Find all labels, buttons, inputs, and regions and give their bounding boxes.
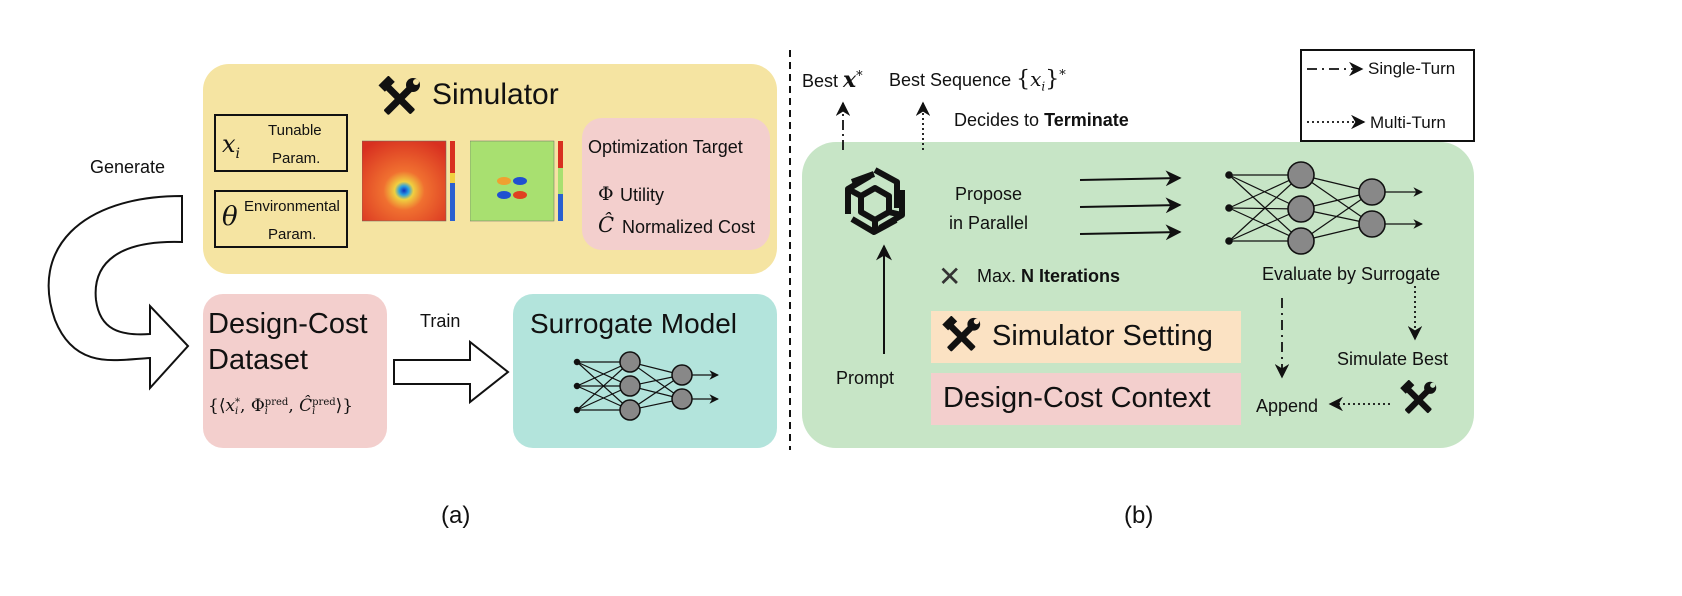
tools-icon	[376, 75, 422, 122]
max-iterations-label: Max. N Iterations	[977, 266, 1121, 286]
phi-symbol: Φ	[598, 183, 614, 205]
caption-b: (b)	[1124, 502, 1154, 529]
simulator-setting-label: Simulator Setting	[992, 320, 1213, 352]
tunable-param-box	[214, 114, 348, 172]
surrogate-network-b	[1228, 174, 1423, 242]
x-i-symbol: xi	[222, 130, 241, 162]
caption-a: (a)	[441, 502, 471, 529]
dataset-title-line1: Design-Cost	[208, 308, 368, 340]
train-arrow	[393, 339, 510, 405]
propose-arrow-2	[1079, 197, 1182, 214]
design-cost-context-label: Design-Cost Context	[943, 382, 1211, 414]
surrogate-network-a-nodes	[573, 351, 693, 421]
tools-icon	[1398, 379, 1438, 420]
propose-label-line2: in Parallel	[949, 213, 1029, 233]
surrogate-model-box	[513, 294, 777, 448]
prompt-label: Prompt	[836, 368, 895, 388]
best-x-label: Best x*	[802, 67, 863, 93]
append-label: Append	[1256, 396, 1319, 416]
legend-multi-turn-label: Multi-Turn	[1370, 113, 1446, 132]
propose-arrow-3	[1079, 224, 1182, 241]
propose-label-line1: Propose	[955, 184, 1023, 204]
surrogate-network-b-nodes	[1225, 161, 1386, 255]
tunable-label: Tunable	[268, 122, 322, 139]
theta-symbol: θ	[222, 202, 238, 232]
utility-label: Utility	[620, 185, 664, 205]
optimization-target-box	[582, 118, 770, 250]
tools-icon	[940, 315, 982, 358]
evaluate-by-surrogate-label: Evaluate by Surrogate	[1262, 264, 1441, 284]
cost-symbol: Ĉ	[598, 213, 615, 237]
simulate-best-label: Simulate Best	[1337, 349, 1449, 369]
environmental-label: Environmental	[244, 198, 340, 215]
design-cost-dataset-box	[203, 294, 387, 448]
optimization-target-title: Optimization Target	[588, 137, 743, 157]
simulator-title: Simulator	[432, 78, 559, 111]
generate-label: Generate	[90, 157, 166, 177]
environmental-param-label: Param.	[268, 226, 317, 243]
legend-single-turn-label: Single-Turn	[1368, 59, 1456, 78]
propose-arrow-1	[1079, 170, 1182, 187]
surrogate-model-title: Surrogate Model	[530, 308, 738, 339]
tunable-param-label: Param.	[272, 150, 321, 167]
best-sequence-label: Best Sequence {xi}*	[889, 67, 1066, 94]
normalized-cost-label: Normalized Cost	[622, 217, 756, 237]
legend-box	[1300, 49, 1475, 142]
simulator-setting-box	[931, 311, 1241, 363]
surrogate-network-a	[576, 361, 719, 411]
velocity-heatmap-left	[361, 137, 464, 225]
train-label: Train	[420, 311, 461, 331]
decides-terminate-label: Decides to Terminate	[954, 110, 1129, 130]
times-icon: ✕	[938, 261, 962, 292]
llm-logo-icon	[836, 162, 914, 240]
environmental-param-box	[214, 190, 348, 248]
velocity-heatmap-right	[469, 137, 572, 225]
generate-arrow	[47, 194, 190, 391]
design-cost-context-box	[931, 373, 1241, 425]
dataset-title-line2: Dataset	[208, 344, 308, 376]
